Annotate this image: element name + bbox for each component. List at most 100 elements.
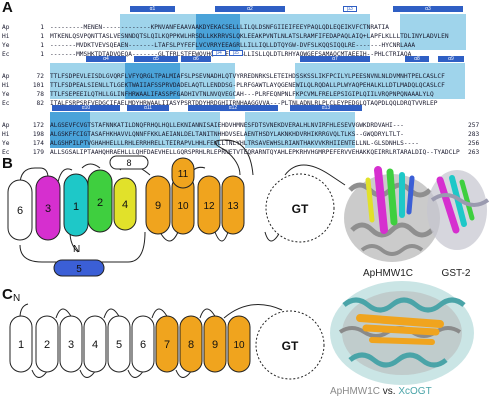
helix-11 <box>171 157 195 189</box>
helix-6 <box>7 179 33 241</box>
ss-alpha10: α10 <box>52 105 120 111</box>
caption-vs: vs. <box>380 386 399 397</box>
helix-c-1 <box>9 315 33 373</box>
helix-c-10 <box>227 315 251 373</box>
alignment-highlight <box>120 14 370 50</box>
caption-aphmw1c: ApHMW1C <box>330 386 381 397</box>
loop-connector <box>57 168 73 183</box>
alignment-highlight <box>400 14 466 50</box>
ss-alpha3: α3 <box>393 6 463 12</box>
ss-alpha1: α1 <box>130 6 175 12</box>
loop-connector <box>159 231 179 242</box>
ss-alpha7: α7 <box>300 56 370 62</box>
ss-beta5: β5 <box>229 50 243 56</box>
loop-connector <box>214 231 229 242</box>
helix-12 <box>197 175 221 235</box>
n-terminus-label-c: N <box>13 293 20 304</box>
gt-label-c: GT <box>282 339 299 353</box>
helix-c-label-8: 8 <box>188 339 194 351</box>
helix-c-6 <box>131 315 155 373</box>
helix-c-label-3: 3 <box>68 339 74 351</box>
superposition-caption: ApHMW1C vs. XcOGT <box>330 386 432 397</box>
gst-caption: GST-2 <box>442 268 471 279</box>
gt-domain-circle-c <box>255 310 325 380</box>
helix-2 <box>87 169 113 233</box>
loop-connector <box>284 164 346 186</box>
helix-label-1: 1 <box>73 201 79 213</box>
ss-alpha9: α9 <box>438 56 464 62</box>
helix-label-8: 8 <box>126 158 131 168</box>
ss-alpha12: α12 <box>188 105 278 111</box>
helix-c-label-7: 7 <box>164 339 170 351</box>
loop-connector <box>19 167 49 186</box>
loop-connector <box>19 231 146 263</box>
gst2-structure <box>427 170 490 250</box>
structure-caption-b: ApHMW1C <box>363 268 413 279</box>
n-terminus-label: N <box>73 244 80 255</box>
aphmw1c-structure <box>344 166 440 262</box>
superposition-structure <box>330 281 474 385</box>
helix-c-label-4: 4 <box>92 339 98 351</box>
ss-alpha8: α8 <box>405 56 429 62</box>
ss-beta3: β3 <box>343 6 357 12</box>
helix-label-4: 4 <box>122 199 128 211</box>
helix-c-label-2: 2 <box>44 339 50 351</box>
ss-alpha6: α6 <box>181 56 211 62</box>
helix-c-label-1: 1 <box>18 339 24 351</box>
helix-label-12: 12 <box>203 201 215 212</box>
helix-c-label-10: 10 <box>233 340 245 351</box>
loop-connector <box>55 308 73 319</box>
loop-connector <box>103 308 121 319</box>
loop-connector <box>151 308 169 319</box>
gt-label: GT <box>292 202 309 216</box>
helix-5 <box>53 259 105 277</box>
helix-c-4 <box>83 315 107 373</box>
helix-c-2 <box>35 315 59 373</box>
helix-label-9: 9 <box>155 200 161 212</box>
helix-c-8 <box>179 315 203 373</box>
helix-8 <box>109 155 149 170</box>
alignment-highlight <box>295 63 465 99</box>
caption-xcogt: XcOGT <box>398 386 432 397</box>
helix-c-5 <box>107 315 131 373</box>
helix-label-5: 5 <box>76 264 82 275</box>
loop-connector <box>199 308 217 319</box>
helix-4 <box>113 177 137 231</box>
panel-a-label: A <box>2 0 13 16</box>
helix-c-label-9: 9 <box>212 339 218 351</box>
helix-label-2: 2 <box>97 197 103 209</box>
helix-label-11: 11 <box>178 169 189 180</box>
alignment-highlight <box>245 112 355 148</box>
ss-alpha5: α5 <box>134 56 178 62</box>
ss-alpha2: α2 <box>215 6 285 12</box>
helix-3 <box>35 175 61 241</box>
helix-c-9 <box>203 315 227 373</box>
alignment-highlight <box>125 63 180 99</box>
ss-alpha11: α11 <box>127 105 169 111</box>
panel-c-label: C <box>2 286 13 303</box>
gt-domain-circle <box>265 173 335 243</box>
ss-alpha13: α13 <box>290 105 362 111</box>
helix-c-3 <box>59 315 83 373</box>
alignment-highlight <box>196 14 240 50</box>
loop-connector <box>81 163 101 169</box>
loop-connector <box>223 304 283 319</box>
ss-alpha4: α4 <box>86 56 126 62</box>
helix-c-label-6: 6 <box>140 339 146 351</box>
helix-label-13: 13 <box>227 201 239 212</box>
helix-13 <box>221 175 245 235</box>
helix-label-6: 6 <box>17 205 23 217</box>
